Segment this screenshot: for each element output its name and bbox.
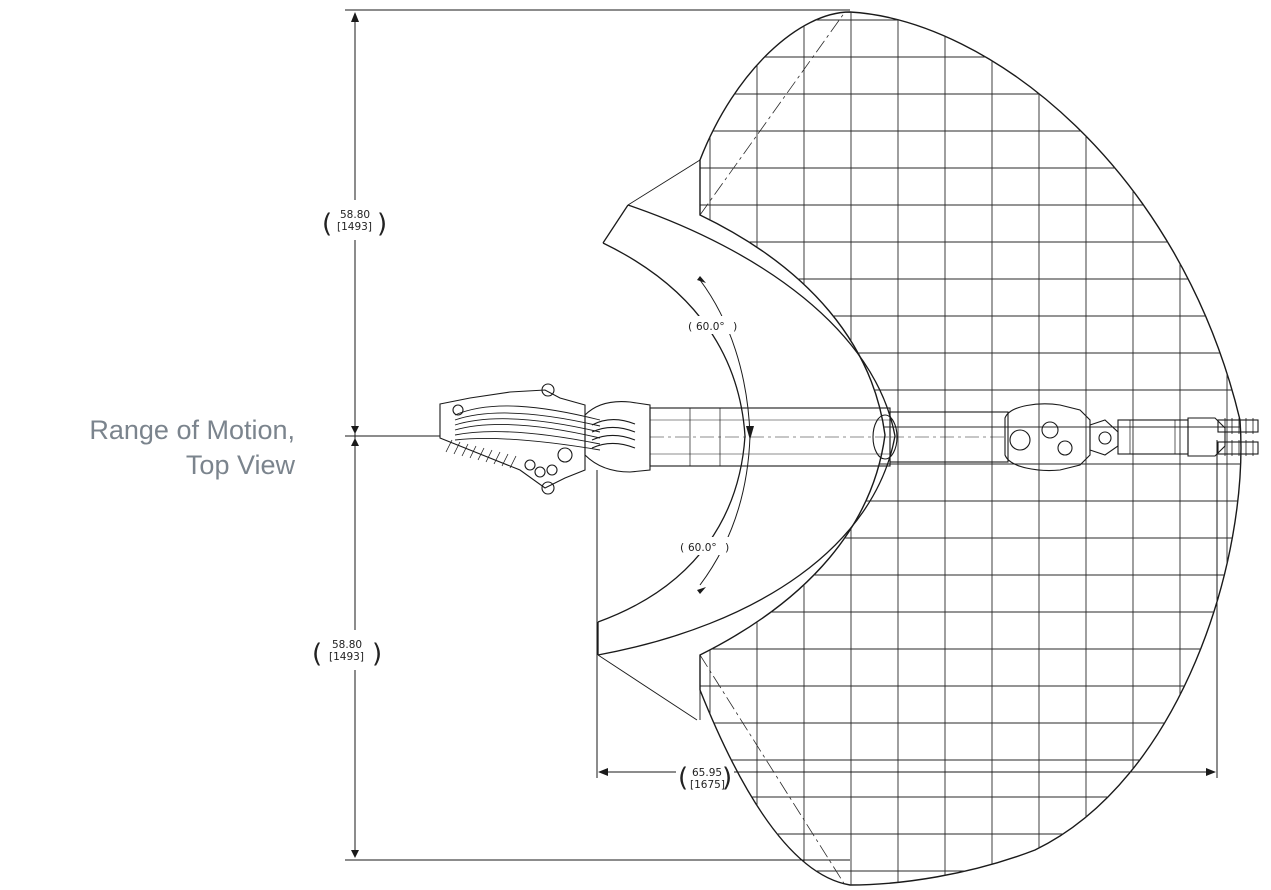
- title-line-1: Range of Motion,: [89, 415, 295, 445]
- diagram-title: Range of Motion, Top View: [89, 413, 295, 483]
- arm-base: [439, 383, 601, 495]
- title-line-2: Top View: [185, 450, 295, 480]
- manipulator-arm: [439, 383, 1259, 495]
- envelope-grid: [700, 12, 1241, 885]
- angle-label-lower: 60.0°: [688, 542, 717, 554]
- angle-label-upper: 60.0°: [696, 321, 725, 333]
- svg-text:): ): [372, 639, 382, 669]
- horizontal-reach-mm: [1675]: [690, 779, 725, 791]
- dimension-lower-reach: ( 58.80 [1493] ): [310, 630, 390, 670]
- svg-text:): ): [733, 320, 737, 333]
- wrist-assembly: [1004, 403, 1189, 471]
- angle-annotations: ( 60.0° ) ( 60.0° ): [674, 276, 754, 594]
- shoulder-joint: [584, 401, 651, 473]
- svg-text:(: (: [322, 209, 332, 239]
- svg-text:): ): [377, 209, 387, 239]
- horizontal-reach-inches: 65.95: [692, 767, 722, 779]
- dimension-upper-reach: ( 58.80 [1493] ): [318, 200, 390, 240]
- lower-reach-mm: [1493]: [329, 651, 364, 663]
- svg-text:): ): [725, 541, 729, 554]
- dimension-lines: [345, 9, 1218, 861]
- svg-text:(: (: [678, 763, 688, 793]
- gripper: [1187, 417, 1259, 457]
- svg-text:(: (: [312, 639, 322, 669]
- upper-boom: [649, 407, 898, 467]
- svg-text:(: (: [688, 320, 692, 333]
- svg-text:(: (: [680, 541, 684, 554]
- forearm: [889, 411, 1009, 463]
- dimension-horizontal-reach: ( 65.95 [1675] ): [678, 763, 732, 793]
- work-envelope: [699, 11, 1242, 886]
- inner-sweep-band: [597, 159, 896, 721]
- upper-reach-inches: 58.80: [340, 209, 370, 221]
- svg-text:): ): [722, 763, 732, 793]
- lower-reach-inches: 58.80: [332, 639, 362, 651]
- upper-reach-mm: [1493]: [337, 221, 372, 233]
